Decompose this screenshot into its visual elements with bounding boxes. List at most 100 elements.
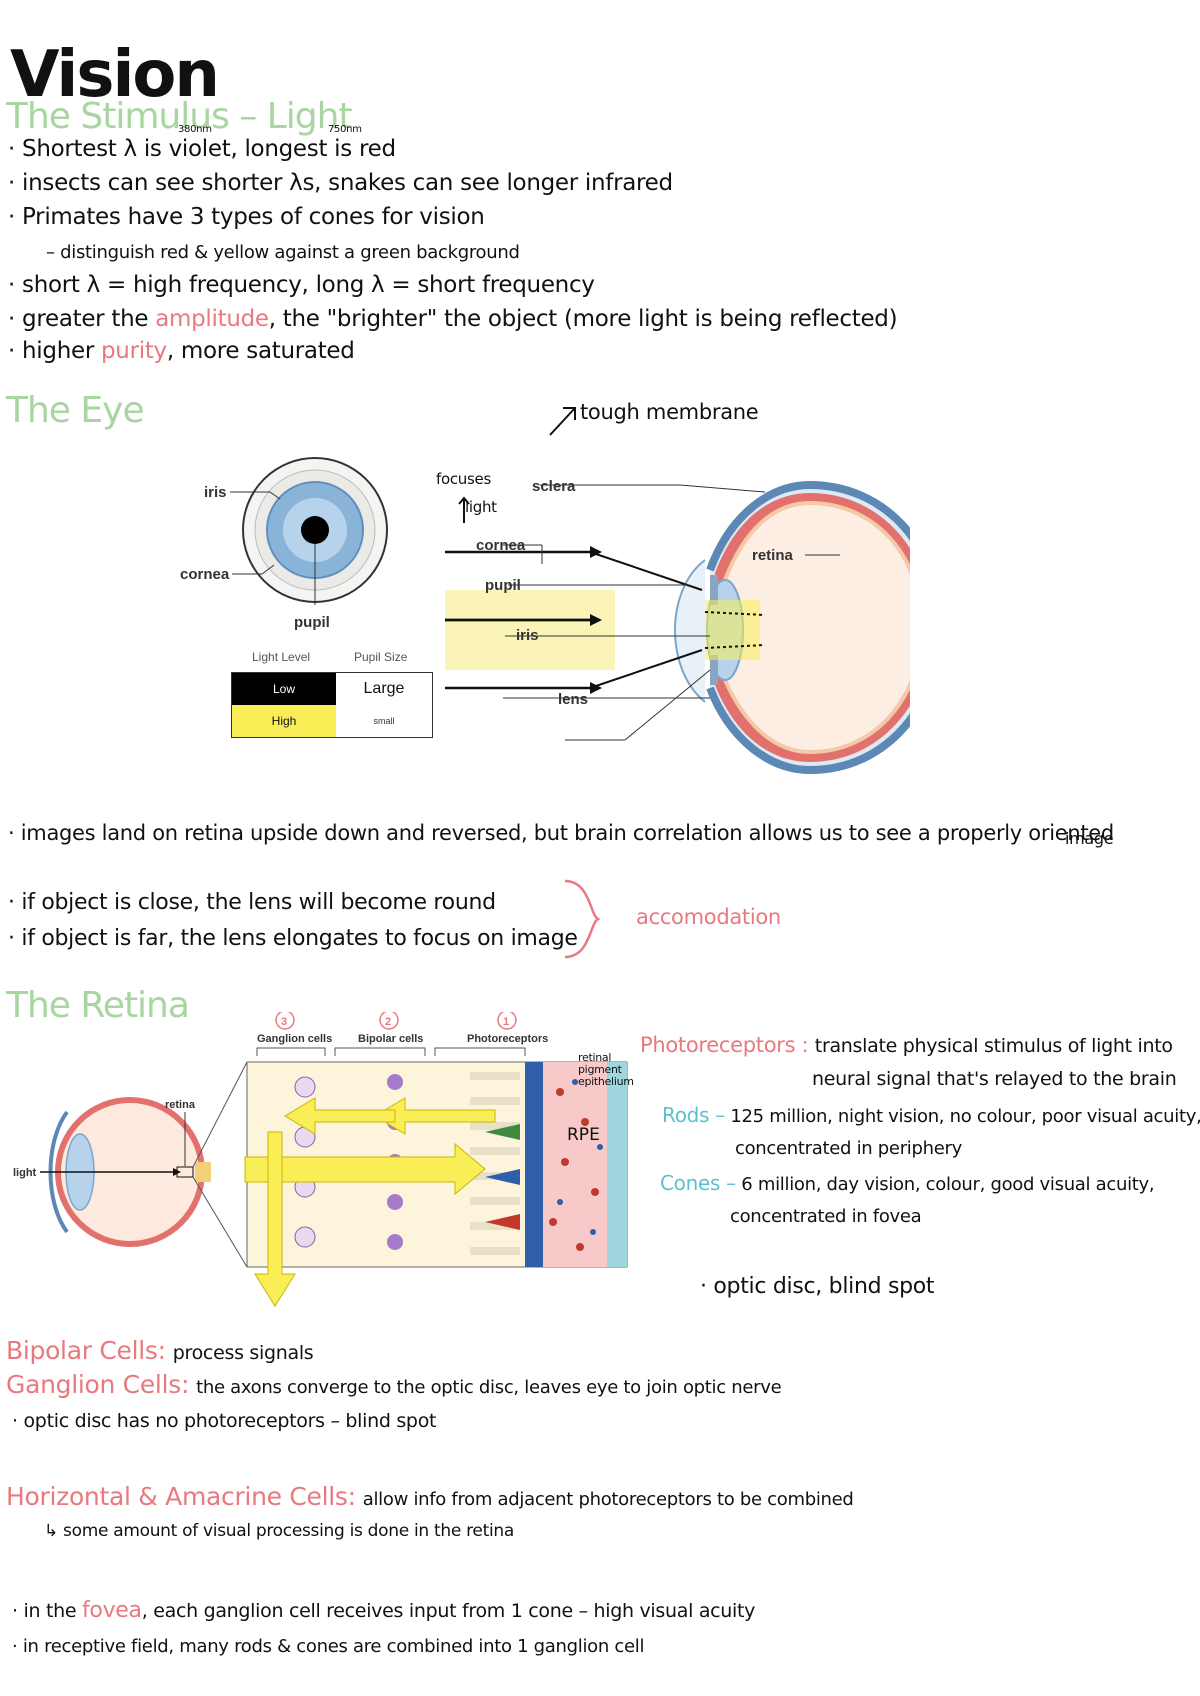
photoreceptor-layer [525, 1062, 543, 1267]
receptive-field-line: · in receptive field, many rods & cones … [12, 1636, 645, 1657]
ganglion-label: Ganglion Cells: [6, 1370, 190, 1399]
heading-stimulus-light: The Stimulus – Light [6, 96, 353, 137]
brace-accomodation [564, 879, 601, 959]
heading-the-retina: The Retina [6, 985, 190, 1026]
horizontal-amacrine-text: allow info from adjacent photoreceptors … [362, 1489, 854, 1510]
purity-pre: · higher [8, 338, 94, 364]
side-label-pupil: pupil [485, 577, 521, 594]
pupil-table: Low Large High small [231, 672, 433, 738]
pupil-shape [301, 516, 329, 544]
side-label-lens: lens [558, 691, 588, 708]
retina-arrow-down [254, 1131, 296, 1307]
horizontal-amacrine-line: Horizontal & Amacrine Cells: allow info … [6, 1482, 854, 1515]
label-rpe: RPE [567, 1125, 600, 1145]
label-ganglion-cells: Ganglion cells [257, 1033, 332, 1045]
rods-line-1: Rods – 125 million, night vision, no col… [662, 1100, 1200, 1132]
stimulus-line-amplitude: · greater the amplitude, the "brighter" … [8, 304, 898, 334]
stimulus-line-5: · short λ = high frequency, long λ = sho… [8, 272, 595, 298]
horizontal-amacrine-label: Horizontal & Amacrine Cells: [6, 1482, 356, 1511]
retina-arrow-left-2 [284, 1097, 396, 1135]
stimulus-line-1: · Shortest λ is violet, longest is red [8, 136, 396, 162]
table-header-light-level: Light Level [252, 650, 311, 664]
annotation-accomodation: accomodation [636, 905, 781, 929]
photoreceptors-label: Photoreceptors : [640, 1033, 809, 1057]
side-eye-diagram: sclera cornea pupil iris lens retina [445, 478, 910, 775]
annotation-750nm: 750nm [328, 124, 362, 135]
amplitude-word: amplitude [155, 306, 269, 332]
fovea-word: fovea [81, 1598, 142, 1623]
cell-low: Low [232, 673, 336, 705]
purity-word: purity [101, 338, 167, 364]
side-label-retina: retina [752, 547, 794, 564]
annotation-380nm: 380nm [178, 124, 212, 135]
arrow-tough-membrane [549, 407, 576, 436]
number-ganglion: 3 [281, 1016, 287, 1028]
rpe-layer [543, 1062, 607, 1267]
annotation-focuses: focuses [436, 470, 491, 488]
cones-text-1: 6 million, day vision, colour, good visu… [741, 1174, 1155, 1195]
light-beam [445, 590, 615, 670]
bipolar-text: process signals [172, 1342, 314, 1364]
front-label-pupil: pupil [294, 614, 330, 631]
annotation-light: light [465, 498, 497, 516]
choroid-layer [607, 1062, 627, 1267]
arrow-focuses [458, 496, 470, 523]
side-label-cornea: cornea [476, 537, 526, 554]
cones-text-2: concentrated in fovea [730, 1206, 922, 1227]
optic-disc-blind-spot: · optic disc, blind spot [700, 1274, 935, 1299]
eye-line-2: · if object is close, the lens will beco… [8, 890, 496, 915]
stimulus-line-4: – distinguish red & yellow against a gre… [46, 242, 520, 263]
side-label-iris: iris [516, 627, 539, 644]
rods-text-1: 125 million, night vision, no colour, po… [730, 1106, 1200, 1127]
retina-light-label: light [13, 1167, 37, 1179]
annotation-retinal-pigment-epithelium: retinal pigment epithelium [578, 1051, 634, 1088]
photoreceptors-text-2: neural signal that's relayed to the brai… [812, 1068, 1177, 1090]
annotation-image: image [1065, 829, 1114, 848]
photoreceptors-line-1: Photoreceptors : translate physical stim… [640, 1030, 1173, 1061]
cell-high: High [232, 705, 336, 737]
number-photoreceptors: 1 [503, 1016, 509, 1028]
front-eye-diagram: iris cornea pupil [180, 457, 388, 631]
ganglion-text: the axons converge to the optic disc, le… [196, 1377, 782, 1398]
cornea-shape [674, 559, 706, 703]
stimulus-line-2: · insects can see shorter λs, snakes can… [8, 170, 673, 196]
optic-disc-line: · optic disc has no photoreceptors – bli… [12, 1410, 437, 1432]
bipolar-line: Bipolar Cells: process signals [6, 1336, 314, 1368]
stimulus-line-3: · Primates have 3 types of cones for vis… [8, 204, 485, 230]
cell-large: Large [336, 673, 432, 706]
retina-diagram: retina light Ganglion cells Bipolar ce [13, 1012, 628, 1307]
purity-post: , more saturated [166, 338, 355, 364]
stimulus-line-purity: · higher purity, more saturated [8, 336, 355, 366]
rods-label: Rods – [662, 1103, 725, 1127]
ganglion-line: Ganglion Cells: the axons converge to th… [6, 1370, 782, 1403]
amplitude-post: , the "brighter" the object (more light … [268, 306, 898, 332]
cell-small: small [336, 705, 432, 737]
side-label-sclera: sclera [532, 478, 576, 495]
cones-label: Cones – [660, 1171, 736, 1195]
cones-line-1: Cones – 6 million, day vision, colour, g… [660, 1168, 1155, 1200]
front-label-cornea: cornea [180, 566, 230, 583]
photoreceptors-text-1: translate physical stimulus of light int… [814, 1035, 1173, 1057]
eye-line-1: · images land on retina upside down and … [8, 821, 1114, 845]
label-bipolar-cells: Bipolar cells [358, 1033, 423, 1045]
fovea-line: · in the fovea, each ganglion cell recei… [12, 1596, 755, 1626]
table-header-pupil-size: Pupil Size [354, 650, 408, 664]
iris-bottom [710, 655, 718, 685]
rods-text-2: concentrated in periphery [735, 1138, 962, 1159]
annotation-tough-membrane: tough membrane [580, 400, 759, 424]
iris-top [710, 575, 718, 605]
heading-the-eye: The Eye [6, 390, 145, 431]
fovea-post: , each ganglion cell receives input from… [141, 1600, 756, 1622]
retina-small-label: retina [165, 1099, 196, 1111]
photoreceptor-cells [470, 1072, 520, 1255]
vitreous-shape [723, 500, 910, 755]
fovea-pre: · in the [12, 1600, 77, 1622]
number-bipolar: 2 [385, 1016, 391, 1028]
retina-arrow-left-1 [374, 1097, 496, 1135]
light-beam-inner [705, 600, 760, 660]
bipolar-label: Bipolar Cells: [6, 1336, 166, 1365]
rpe-dots [549, 1088, 599, 1251]
label-photoreceptors: Photoreceptors [467, 1033, 548, 1045]
front-label-iris: iris [204, 484, 227, 501]
eye-line-3: · if object is far, the lens elongates t… [8, 926, 578, 951]
